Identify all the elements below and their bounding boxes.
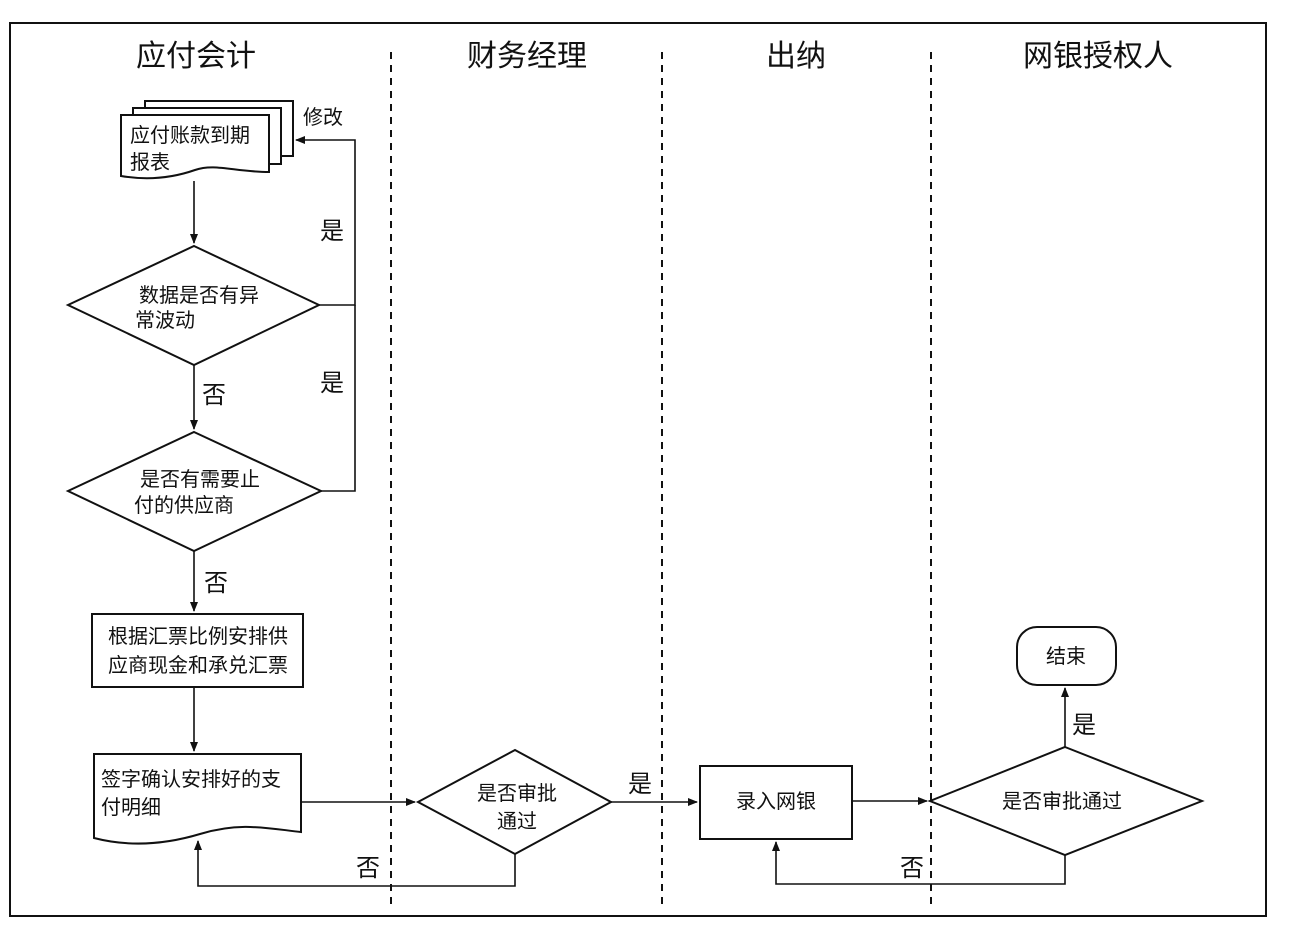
- edge-label-manager-yes: 是: [628, 770, 652, 798]
- report-document-stack: 应付账款到期 报表: [120, 100, 294, 180]
- decision-authorizer-label: 是否审批通过: [1002, 789, 1122, 813]
- decision-manager-line2: 通过: [497, 809, 537, 833]
- decision-data-anomaly-line2: 常波动: [135, 308, 195, 332]
- decision-data-anomaly-line1: 数据是否有异: [139, 283, 259, 307]
- lane-title-finance-manager: 财务经理: [467, 39, 587, 74]
- process-arrange-line1: 根据汇票比例安排供: [108, 624, 288, 648]
- edge-label-yes-1: 是: [320, 217, 344, 245]
- decision-authorizer-approval: 是否审批通过: [927, 745, 1205, 857]
- edge-manager-no-loop: [194, 840, 516, 887]
- edge-label-authorizer-yes: 是: [1072, 711, 1096, 739]
- edge-label-authorizer-no: 否: [900, 854, 924, 882]
- edge-anomaly-yes-loop: [295, 136, 356, 306]
- lane-title-payable-accountant: 应付会计: [136, 39, 256, 74]
- decision-stop-payment-line2: 付的供应商: [134, 493, 234, 517]
- edge-label-no-1: 否: [202, 381, 226, 409]
- decision-stop-payment-line1: 是否有需要止: [140, 467, 260, 491]
- lane-title-bank-authorizer: 网银授权人: [1023, 39, 1173, 74]
- edge-label-manager-no: 否: [356, 854, 380, 882]
- report-label-line1: 应付账款到期: [130, 123, 250, 147]
- document-sign-line2: 付明细: [101, 795, 161, 819]
- terminal-end-label: 结束: [1046, 644, 1086, 668]
- lane-title-cashier: 出纳: [766, 39, 826, 74]
- process-enter-bank: 录入网银: [699, 765, 853, 840]
- decision-manager-approval: 是否审批 通过: [415, 748, 614, 856]
- outer-frame: [9, 22, 1267, 917]
- edge-stop-yes-loop: [321, 305, 356, 492]
- decision-data-anomaly: 数据是否有异 常波动: [65, 244, 322, 367]
- process-arrange-payment: 根据汇票比例安排供 应商现金和承兑汇票: [91, 613, 304, 688]
- edge-label-yes-2: 是: [320, 369, 344, 397]
- connectors: [190, 136, 1069, 887]
- report-label-line2: 报表: [130, 150, 170, 174]
- document-sign-line1: 签字确认安排好的支: [101, 767, 281, 791]
- decision-manager-line1: 是否审批: [477, 781, 557, 805]
- process-arrange-line2: 应商现金和承兑汇票: [108, 653, 288, 677]
- process-enter-bank-label: 录入网银: [736, 789, 816, 813]
- modify-label: 修改: [303, 105, 343, 129]
- document-sign-confirm: 签字确认安排好的支 付明细: [93, 753, 302, 845]
- terminal-end: 结束: [1016, 626, 1117, 686]
- decision-stop-payment: 是否有需要止 付的供应商: [65, 430, 324, 553]
- edge-authorizer-no-loop: [772, 841, 1066, 885]
- edge-label-no-2: 否: [204, 569, 228, 597]
